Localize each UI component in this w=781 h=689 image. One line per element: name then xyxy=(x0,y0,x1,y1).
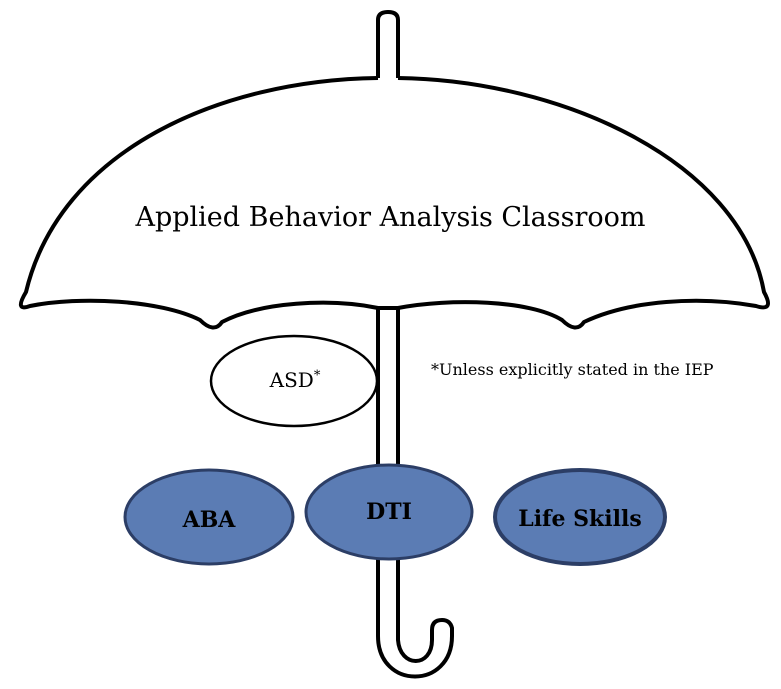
asd-label-text: ASD xyxy=(269,368,314,392)
aba-label: ABA xyxy=(182,507,236,533)
umbrella-canopy xyxy=(18,76,771,330)
asd-asterisk: * xyxy=(313,368,321,384)
asd-ellipse xyxy=(209,334,379,428)
umbrella-handle xyxy=(376,308,454,679)
dti-ellipse xyxy=(304,463,474,561)
umbrella-tip xyxy=(376,10,400,78)
life-skills-label: Life Skills xyxy=(518,506,642,532)
umbrella-title: Applied Behavior Analysis Classroom xyxy=(135,202,646,233)
footnote: *Unless explicitly stated in the IEP xyxy=(431,360,714,379)
dti-label: DTI xyxy=(366,499,412,525)
life-skills-ellipse xyxy=(493,468,667,566)
asd-label: ASD* xyxy=(212,368,378,392)
aba-ellipse xyxy=(123,468,295,566)
